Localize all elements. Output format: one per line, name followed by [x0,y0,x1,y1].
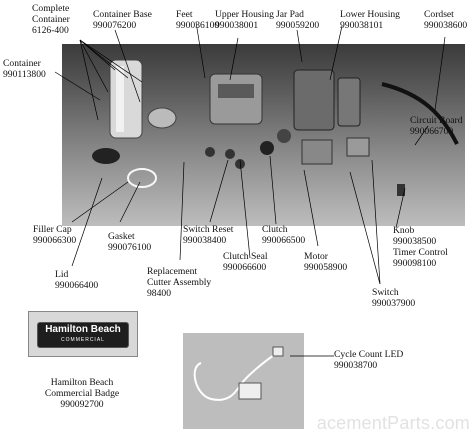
label-knob-timer: Knob 990038500 Timer Control 990098100 [393,225,448,269]
label-switch: Switch 990037900 [372,287,416,309]
label-clutch: Clutch 990066500 [262,224,306,246]
label-gasket: Gasket 990076100 [108,231,152,253]
label-motor: Motor 990058900 [304,251,348,273]
parts-illustration [92,59,459,196]
badge-photo: Hamilton Beach COMMERCIAL [28,311,138,357]
badge-sub: COMMERCIAL [61,337,105,343]
label-replacement-cutter: Replacement Cutter Assembly 98400 [147,266,212,299]
label-feet: Feet 990036100 [176,9,220,31]
label-switch-reset: Switch Reset 990038400 [183,224,234,246]
parts-photo [62,44,465,226]
label-cycle-count-led: Cycle Count LED 990038700 [334,349,404,371]
badge-plate: Hamilton Beach COMMERCIAL [37,322,129,348]
label-complete-container: Complete Container 6126-400 [32,3,70,36]
label-lower-housing: Lower Housing 990038101 [340,9,400,31]
watermark: acementParts.com [316,413,470,433]
led-photo [183,333,304,429]
badge-brand: Hamilton Beach [45,324,121,335]
label-hb-badge: Hamilton Beach Commercial Badge 99009270… [44,377,120,410]
label-container-base: Container Base 990076200 [93,9,152,31]
label-upper-housing: Upper Housing 990038001 [215,9,274,31]
label-container: Container 990113800 [3,58,46,80]
label-jar-pad: Jar Pad 990059200 [276,9,320,31]
label-cordset: Cordset 990038600 [424,9,468,31]
label-lid: Lid 990066400 [55,269,99,291]
label-filler-cap: Filler Cap 990066300 [33,224,77,246]
label-circuit-board: Circuit Board 990066700 [410,115,463,137]
led-illustration [193,346,284,401]
label-clutch-seal: Clutch Seal 990066600 [223,251,268,273]
